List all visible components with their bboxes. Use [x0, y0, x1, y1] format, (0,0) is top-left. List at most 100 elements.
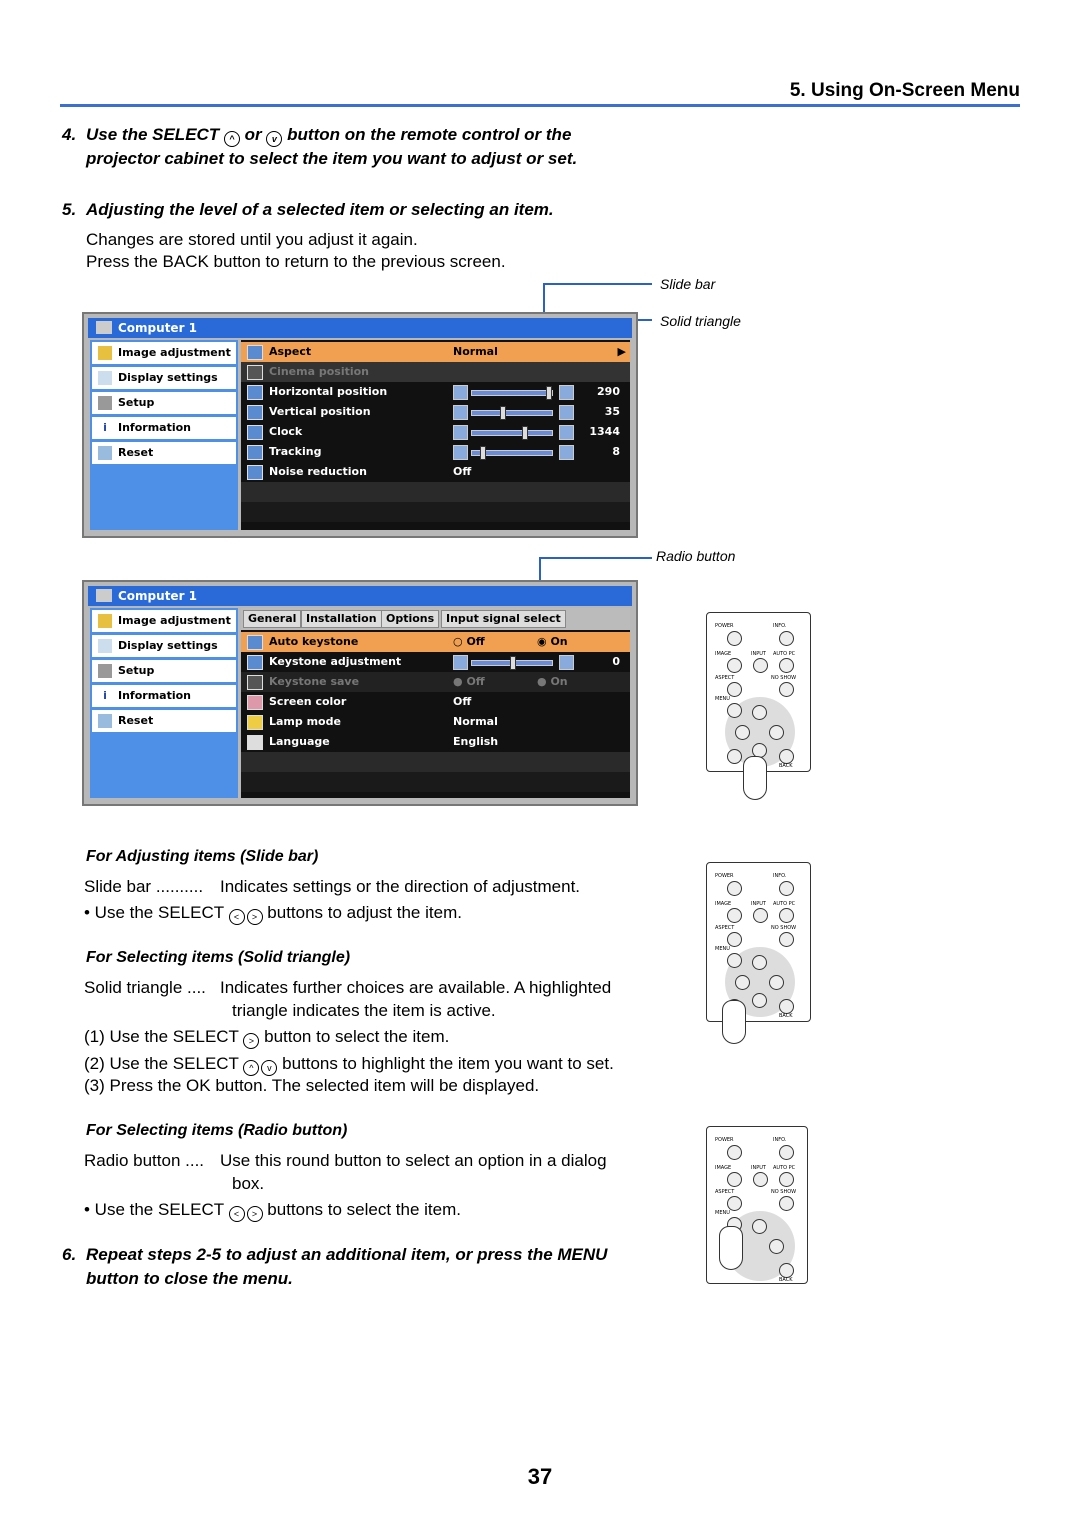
power-button[interactable]: [727, 881, 742, 896]
auto-pc-button[interactable]: [779, 658, 794, 673]
setup-icon: [98, 396, 112, 410]
increase-icon: [559, 405, 574, 420]
info-button[interactable]: [779, 1145, 794, 1160]
select-up-button[interactable]: [752, 705, 767, 720]
slider-knob[interactable]: [500, 406, 506, 420]
info-button[interactable]: [779, 881, 794, 896]
computer-icon: [96, 589, 112, 602]
slider-clock[interactable]: [471, 426, 553, 440]
slider-knob[interactable]: [522, 426, 528, 440]
power-button[interactable]: [727, 1145, 742, 1160]
select-down-button[interactable]: [752, 993, 767, 1008]
step6-line2: button to close the menu.: [86, 1269, 293, 1288]
tab-options[interactable]: Options: [381, 610, 440, 628]
input-button[interactable]: [753, 1172, 768, 1187]
triangle-step2: (2) Use the SELECT ^v buttons to highlig…: [84, 1052, 614, 1076]
select-left-icon: <: [228, 909, 245, 925]
step4-line2: projector cabinet to select the item you…: [86, 149, 578, 168]
slider-horizontal-position[interactable]: [471, 386, 553, 400]
aspect-button[interactable]: [727, 1196, 742, 1211]
no-show-button[interactable]: [779, 932, 794, 947]
input-button[interactable]: [753, 658, 768, 673]
callout-solid-triangle: Solid triangle: [660, 313, 741, 329]
tab-input-signal-select[interactable]: Input signal select: [441, 610, 566, 628]
select-up-button[interactable]: [752, 1219, 767, 1234]
auto-pc-button[interactable]: [779, 908, 794, 923]
keystone-adjustment-icon: [247, 655, 263, 670]
image-button[interactable]: [727, 658, 742, 673]
sidebar-item-image-adjustment[interactable]: Image adjustment: [92, 342, 236, 364]
sidebar-item-setup[interactable]: Setup: [92, 660, 236, 682]
select-left-button[interactable]: [735, 975, 750, 990]
sidebar-item-reset[interactable]: Reset: [92, 710, 236, 732]
sidebar-item-reset[interactable]: Reset: [92, 442, 236, 464]
no-show-button[interactable]: [779, 682, 794, 697]
power-button[interactable]: [727, 631, 742, 646]
auto-pc-button[interactable]: [779, 1172, 794, 1187]
slide-term: Slide bar ..........: [84, 877, 204, 896]
select-right-button[interactable]: [769, 975, 784, 990]
slider-tracking[interactable]: [471, 446, 553, 460]
aspect-button[interactable]: [727, 932, 742, 947]
select-down-icon: v: [261, 1060, 278, 1076]
slider-vertical-position[interactable]: [471, 406, 553, 420]
image-button[interactable]: [727, 908, 742, 923]
select-up-button[interactable]: [752, 955, 767, 970]
input-button[interactable]: [753, 908, 768, 923]
tab-general[interactable]: General: [243, 610, 302, 628]
decrease-icon: [453, 445, 468, 460]
back-button[interactable]: [779, 999, 794, 1014]
radio-on[interactable]: ● On: [537, 675, 568, 688]
radio-on[interactable]: ◉ On: [537, 635, 568, 648]
back-button[interactable]: [779, 749, 794, 764]
empty-row: [241, 482, 630, 502]
sidebar-item-display-settings[interactable]: Display settings: [92, 367, 236, 389]
radio-section-heading: For Selecting items (Radio button): [86, 1122, 348, 1139]
slider-knob[interactable]: [480, 446, 486, 460]
ok-button[interactable]: [727, 749, 742, 764]
osd-sidebar: Image adjustment Display settings Setup …: [90, 340, 238, 530]
select-right-button[interactable]: [769, 1239, 784, 1254]
radio-off[interactable]: ○ Off: [453, 635, 485, 648]
slider-knob[interactable]: [510, 656, 516, 670]
step5-line2: Press the BACK button to return to the p…: [86, 252, 506, 271]
info-button[interactable]: [779, 631, 794, 646]
back-button[interactable]: [779, 1263, 794, 1278]
sidebar-item-display-settings[interactable]: Display settings: [92, 635, 236, 657]
select-up-icon: ^: [223, 131, 240, 147]
menu-row-keystone-save[interactable]: Keystone save● Off● On: [241, 672, 630, 692]
image-adjustment-icon: [98, 346, 112, 360]
select-left-button[interactable]: [735, 725, 750, 740]
step5-line1: Changes are stored until you adjust it a…: [86, 230, 418, 249]
radio-off[interactable]: ● Off: [453, 675, 485, 688]
menu-row-cinema-position[interactable]: Cinema position: [241, 362, 630, 382]
osd-title: Computer 1: [88, 318, 632, 338]
empty-row: [241, 502, 630, 522]
sidebar-item-image-adjustment[interactable]: Image adjustment: [92, 610, 236, 632]
tab-installation[interactable]: Installation: [301, 610, 382, 628]
slider-knob[interactable]: [546, 386, 552, 400]
menu-button[interactable]: [727, 703, 742, 718]
slider-keystone[interactable]: [471, 656, 553, 670]
image-button[interactable]: [727, 1172, 742, 1187]
menu-row-auto-keystone[interactable]: Auto keystone○ Off◉ On: [241, 632, 630, 652]
triangle-term: Solid triangle ....: [84, 978, 206, 997]
no-show-button[interactable]: [779, 1196, 794, 1211]
sidebar-item-setup[interactable]: Setup: [92, 392, 236, 414]
osd-title: Computer 1: [88, 586, 632, 606]
select-right-button[interactable]: [769, 725, 784, 740]
menu-button[interactable]: [727, 953, 742, 968]
aspect-button[interactable]: [727, 682, 742, 697]
